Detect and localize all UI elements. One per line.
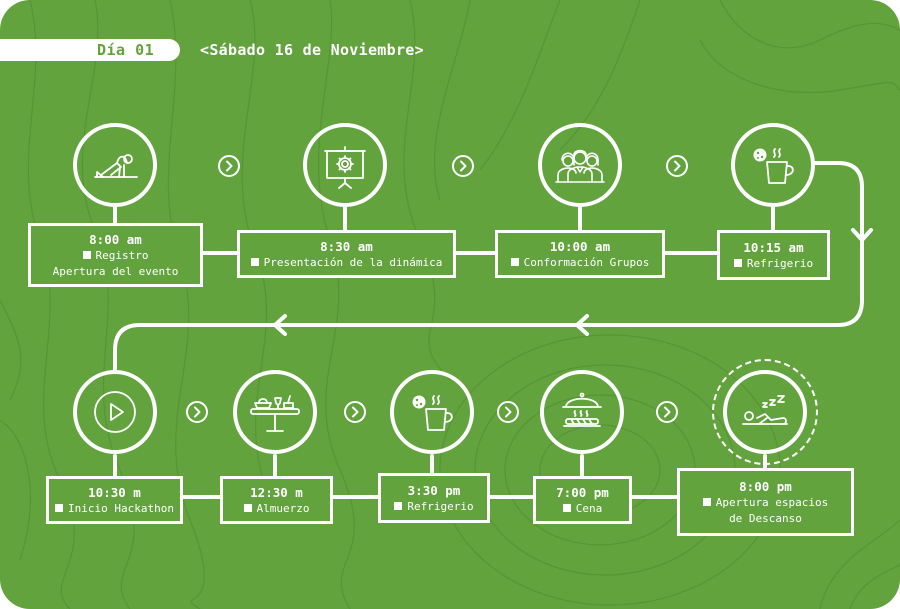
card-time: 10:30 m xyxy=(88,484,141,500)
card-subtitle: de Descanso xyxy=(729,511,802,525)
schedule-card: 8:00 pm Apertura espacios de Descanso xyxy=(677,468,854,536)
day-label: Día 01 xyxy=(97,41,155,59)
food-cloche-icon xyxy=(562,392,602,427)
next-arrow-button xyxy=(186,401,208,423)
card-time: 3:30 pm xyxy=(407,482,461,498)
bullet-square-icon xyxy=(510,257,519,266)
schedule-card: 10:00 am Conformación Grupos xyxy=(495,230,665,278)
dining-table-icon xyxy=(250,395,300,432)
bullet-square-icon xyxy=(394,501,403,510)
step-icon-circle xyxy=(73,370,157,454)
card-time: 10:00 am xyxy=(549,238,611,254)
coffee-cookie-icon xyxy=(412,395,453,431)
schedule-card: 10:30 m Inicio Hackathon xyxy=(46,476,183,524)
card-time: 8:00 pm xyxy=(739,478,792,494)
card-title: Apertura espacios xyxy=(715,495,829,509)
step-icon-circle xyxy=(233,370,317,454)
step-icon-circle xyxy=(73,123,157,207)
arrow-left xyxy=(273,314,287,336)
arrow-down xyxy=(851,228,873,242)
next-arrow-button xyxy=(666,155,688,177)
chevron-right-icon xyxy=(352,406,359,418)
presentation-board-gear-icon xyxy=(324,146,366,189)
bullet-square-icon xyxy=(562,503,571,512)
sleeping-person-icon xyxy=(742,395,788,425)
card-time: 8:30 am xyxy=(320,238,373,254)
stretching-person-icon xyxy=(94,154,138,178)
schedule-card: 10:15 am Refrigerio xyxy=(717,230,830,280)
bullet-square-icon xyxy=(243,503,252,512)
chevron-right-icon xyxy=(226,160,233,172)
card-time: 7:00 pm xyxy=(556,484,609,500)
play-icon xyxy=(94,391,136,433)
card-title: Almuerzo xyxy=(256,501,310,515)
next-arrow-button xyxy=(344,401,366,423)
card-time: 10:15 am xyxy=(743,239,804,255)
date-label: <Sábado 16 de Noviembre> xyxy=(200,41,424,59)
chevron-right-icon xyxy=(674,160,681,172)
schedule-card: 8:30 am Presentación de la dinámica xyxy=(237,230,456,278)
next-arrow-button xyxy=(218,155,240,177)
card-title: Registro xyxy=(95,248,149,262)
chevron-right-icon xyxy=(505,406,512,418)
chevron-right-icon xyxy=(194,406,201,418)
card-title: Cena xyxy=(575,501,603,515)
step-icon-circle xyxy=(540,370,624,454)
card-title: Refrigerio xyxy=(746,256,814,270)
next-arrow-button xyxy=(497,401,519,423)
schedule-card: 8:00 am Registro Apertura del evento xyxy=(28,223,203,287)
schedule-card: 3:30 pm Refrigerio xyxy=(378,473,490,523)
card-title: Presentación de la dinámica xyxy=(263,255,443,269)
schedule-card: 7:00 pm Cena xyxy=(533,476,632,524)
card-time: 8:00 am xyxy=(89,231,142,247)
chevron-right-icon xyxy=(664,406,671,418)
card-title: Inicio Hackathon xyxy=(68,501,174,515)
schedule-card: 12:30 m Almuerzo xyxy=(220,476,333,524)
step-icon-circle xyxy=(303,123,387,207)
card-title: Refrigerio xyxy=(407,499,474,513)
card-time: 12:30 m xyxy=(250,484,303,500)
bullet-square-icon xyxy=(82,250,91,259)
bullet-square-icon xyxy=(55,503,64,512)
chevron-right-icon xyxy=(460,160,467,172)
coffee-cookie-icon xyxy=(753,148,794,184)
arrow-left xyxy=(575,314,589,336)
day-pill xyxy=(0,39,180,61)
next-arrow-button xyxy=(452,155,474,177)
group-of-people-icon xyxy=(555,149,605,183)
bullet-square-icon xyxy=(733,258,742,267)
next-arrow-button xyxy=(656,401,678,423)
highlight-dashed-ring xyxy=(712,359,818,465)
loop-path xyxy=(113,161,864,372)
card-subtitle: Apertura del evento xyxy=(52,264,179,278)
step-icon-circle xyxy=(723,370,807,454)
step-icon-circle xyxy=(731,123,815,207)
bullet-square-icon xyxy=(702,497,711,506)
step-icon-circle xyxy=(538,123,622,207)
card-title: Conformación Grupos xyxy=(523,255,650,269)
step-icon-circle xyxy=(390,370,474,454)
bullet-square-icon xyxy=(250,257,259,266)
